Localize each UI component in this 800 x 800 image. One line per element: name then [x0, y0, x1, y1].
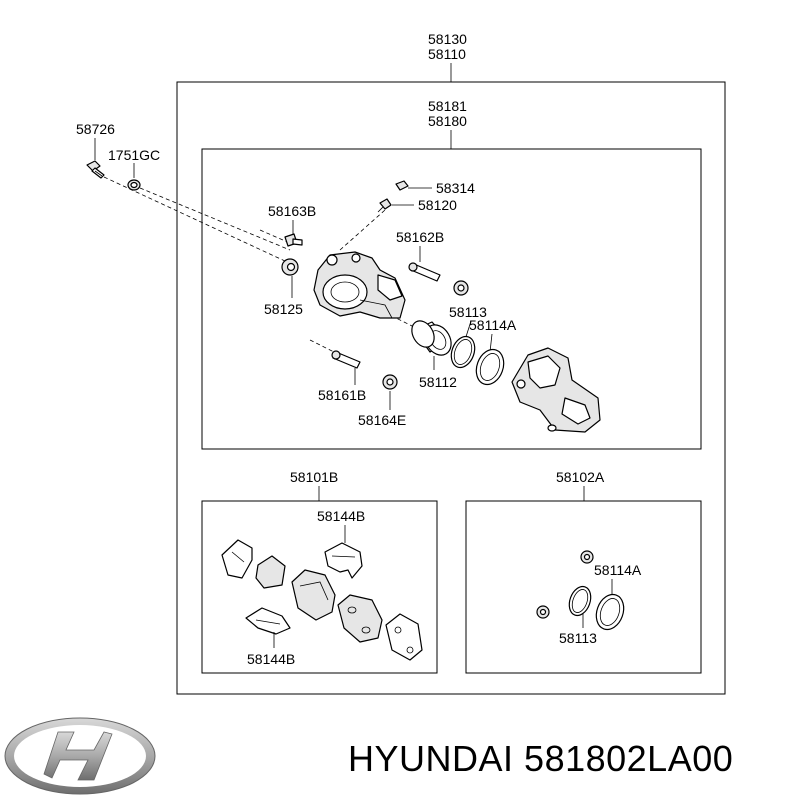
label-58163b: 58163B [268, 203, 316, 219]
brake-pad-left-part [291, 569, 336, 621]
label-58102a: 58102A [556, 469, 605, 485]
label-58314: 58314 [436, 180, 475, 196]
caliper-frame [201, 148, 702, 450]
brand-name: HYUNDAI [348, 738, 514, 779]
boot-58164e-part [382, 374, 398, 390]
seal-kit-ring-large-part [595, 593, 625, 631]
guide-pin-58162b-part [408, 262, 441, 282]
label-58164e: 58164E [358, 412, 406, 428]
footer-title: HYUNDAI 581802LA00 [348, 738, 733, 780]
label-58161b: 58161B [318, 387, 366, 403]
pad-shim-right-part [385, 613, 423, 661]
caliper-bracket-part [511, 347, 601, 433]
label-58110: 58110 [428, 46, 466, 62]
caliper-body-part [313, 251, 406, 319]
label-kit-58114a: 58114A [594, 562, 642, 578]
label-58125: 58125 [264, 301, 303, 317]
seal-58113-part [450, 335, 476, 369]
piston-58112-part [411, 320, 452, 356]
brake-pad-right-part [337, 594, 383, 643]
guide-bolt-58161b-part [331, 350, 361, 369]
assembly-frame [176, 81, 726, 695]
label-58130: 58130 [428, 31, 467, 47]
washer-1751gc-part [127, 179, 141, 191]
seal-58114a-part [475, 348, 505, 386]
label-58101b: 58101B [290, 469, 338, 485]
seal-kit-boot-upper-part [580, 550, 594, 564]
label-58181: 58181 [428, 98, 467, 114]
label-58144b-upper: 58144B [317, 508, 365, 524]
label-58180: 58180 [428, 113, 467, 129]
boot-58125-part [281, 258, 299, 276]
guide-bolt-58163b-part [284, 233, 303, 247]
seal-kit-frame [465, 500, 702, 674]
seal-kit-ring-small-part [568, 585, 592, 617]
pad-shim-lower-part [245, 607, 291, 635]
label-kit-58113: 58113 [559, 630, 597, 646]
bleeder-part [377, 198, 392, 213]
part-number: 581802LA00 [524, 738, 734, 779]
label-58120: 58120 [418, 197, 457, 213]
label-58726: 58726 [76, 121, 115, 137]
pad-kit-frame [201, 500, 438, 674]
bolt-58726-part [86, 160, 105, 179]
bleeder-cap-part [395, 180, 409, 191]
label-1751gc: 1751GC [108, 147, 160, 163]
label-58112: 58112 [419, 374, 457, 390]
hyundai-logo [4, 717, 156, 795]
pad-clip-left-part [221, 539, 253, 579]
seal-kit-boot-lower-part [536, 605, 550, 619]
pad-shim-upper-part [324, 542, 363, 579]
pad-shim-left-part [255, 555, 286, 589]
label-58144b-lower: 58144B [247, 651, 295, 667]
label-58114a: 58114A [469, 317, 517, 333]
label-58162b: 58162B [396, 229, 444, 245]
boot-upper-part [453, 280, 469, 296]
label-58113: 58113 [449, 304, 487, 320]
